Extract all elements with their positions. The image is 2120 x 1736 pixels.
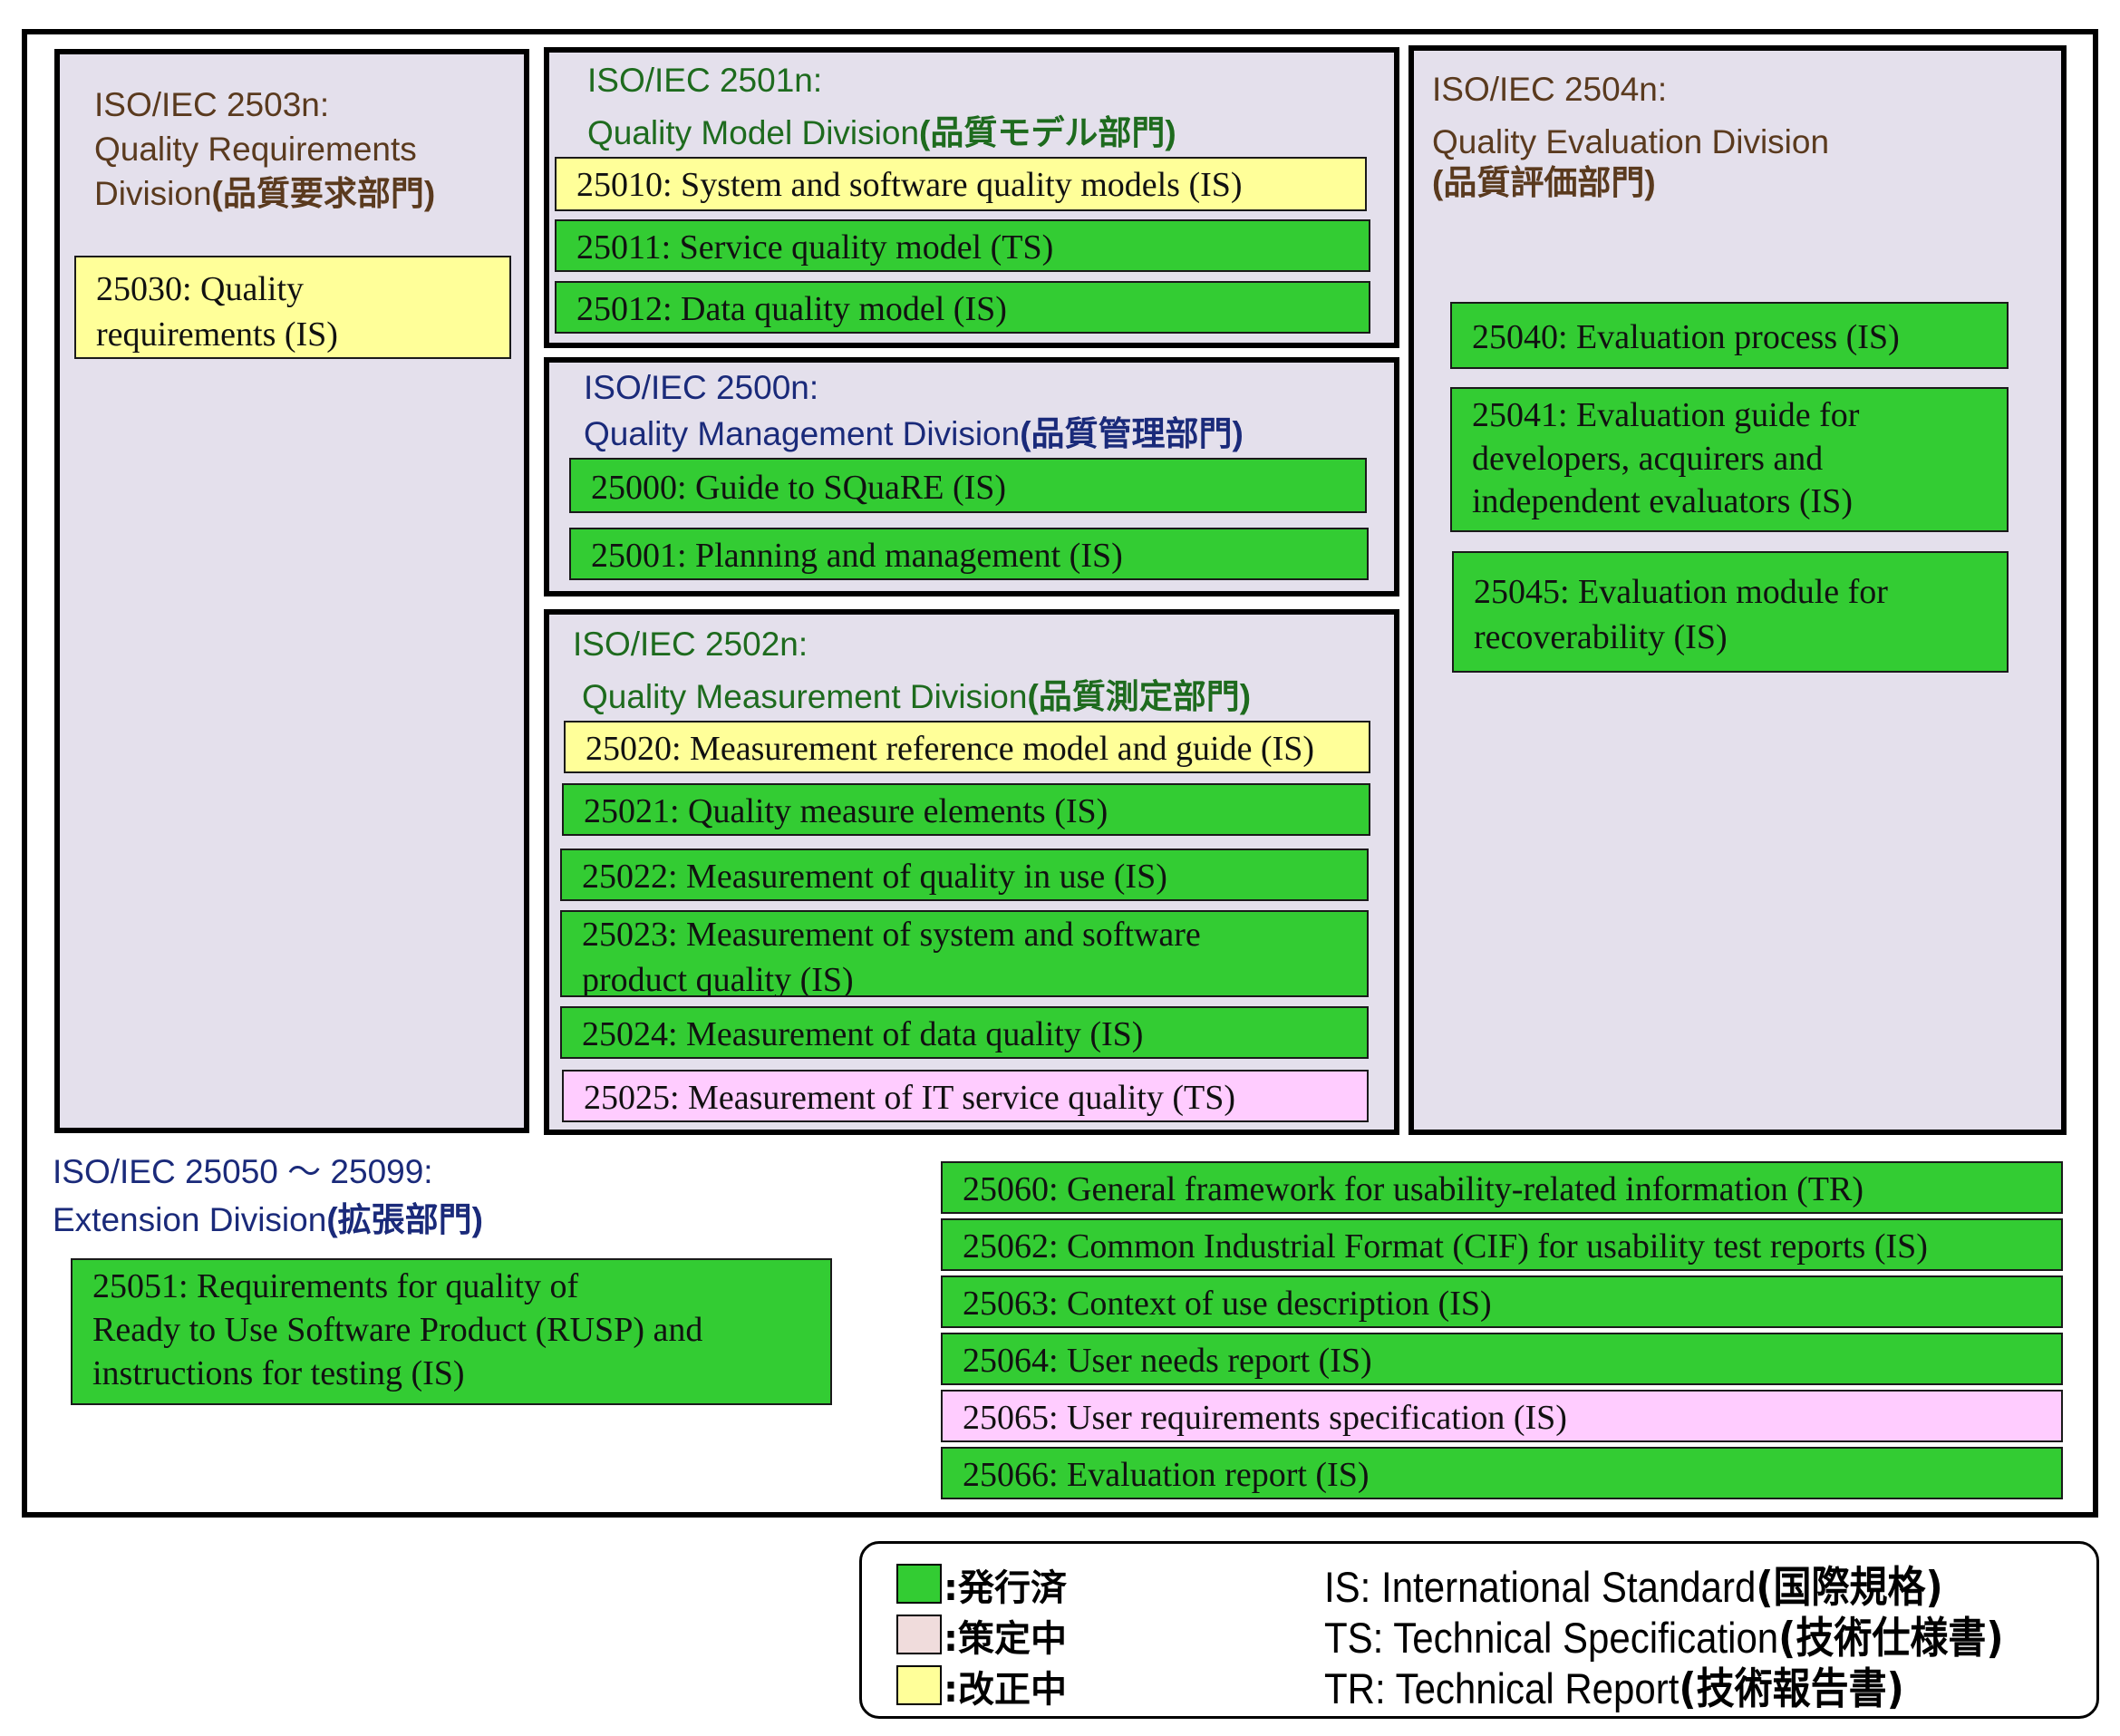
standard-text: product quality (IS) <box>582 961 854 997</box>
standard-25011: 25011: Service quality model (TS) <box>555 219 1370 272</box>
standard-25021: 25021: Quality measure elements (IS) <box>562 783 1370 836</box>
standard-25060: 25060: General framework for usability-r… <box>941 1161 2063 1214</box>
legend-swatch-revising <box>896 1665 942 1705</box>
standard-text: Ready to Use Software Product (RUSP) and <box>92 1310 703 1349</box>
standard-text: 25051: Requirements for quality of <box>92 1267 579 1305</box>
legend-abbreviation-is: IS: International Standard(国際規格) <box>1324 1553 1943 1615</box>
legend-label-revising: :改正中 <box>944 1669 1067 1711</box>
standard-text: 25012: Data quality model (IS) <box>576 290 1007 328</box>
abbr-english: Technical Report <box>1395 1664 1680 1712</box>
title-line: ISO/IEC 25050 〜 25099: <box>53 1153 433 1190</box>
standard-text: 25045: Evaluation module for <box>1474 573 1888 611</box>
title-line: ISO/IEC 2502n: <box>573 626 808 663</box>
legend: :発行済 :策定中 :改正中 IS: International Standar… <box>859 1541 2099 1719</box>
standard-text: 25063: Context of use description (IS) <box>963 1285 1492 1323</box>
title-line: Extension Division <box>53 1201 327 1239</box>
standard-25023: 25023: Measurement of system and softwar… <box>560 910 1369 997</box>
standard-text: independent evaluators (IS) <box>1472 482 1853 520</box>
standard-25025: 25025: Measurement of IT service quality… <box>562 1070 1369 1122</box>
standard-25022: 25022: Measurement of quality in use (IS… <box>560 849 1369 901</box>
standard-text: 25010: System and software quality model… <box>576 166 1243 204</box>
title-line: Quality Model Division <box>587 114 920 152</box>
title-line: Quality Evaluation Division <box>1432 123 1830 161</box>
standard-text: 25022: Measurement of quality in use (IS… <box>582 858 1167 896</box>
abbr-english: International Standard <box>1370 1563 1757 1611</box>
abbr-code: IS: <box>1324 1563 1371 1611</box>
standard-25063: 25063: Context of use description (IS) <box>941 1275 2063 1328</box>
standard-text: 25023: Measurement of system and softwar… <box>582 916 1201 954</box>
standard-text: 25041: Evaluation guide for <box>1472 396 1860 434</box>
title-japanese: (品質モデル部門) <box>919 114 1176 152</box>
division-extension-title: ISO/IEC 25050 〜 25099: Extension Divisio… <box>53 1148 483 1245</box>
standard-text: 25040: Evaluation process (IS) <box>1472 318 1900 356</box>
title-japanese: (拡張部門) <box>326 1201 483 1239</box>
legend-abbreviation-tr: TR: Technical Report(技術報告書) <box>1324 1654 1904 1716</box>
standard-text: 25062: Common Industrial Format (CIF) fo… <box>963 1227 1928 1266</box>
title-line: ISO/IEC 2501n: <box>587 62 823 99</box>
standard-text: requirements (IS) <box>96 315 338 354</box>
standard-25020: 25020: Measurement reference model and g… <box>564 721 1370 773</box>
standard-25062: 25062: Common Industrial Format (CIF) fo… <box>941 1218 2063 1271</box>
abbr-code: TS: <box>1324 1614 1384 1662</box>
title-japanese: (品質測定部門) <box>1027 678 1252 716</box>
legend-swatch-drafting <box>896 1615 942 1654</box>
legend-label-drafting: :策定中 <box>944 1618 1067 1660</box>
legend-swatch-published <box>896 1564 942 1604</box>
standard-25045: 25045: Evaluation module for recoverabil… <box>1452 551 2009 673</box>
standard-text: 25066: Evaluation report (IS) <box>963 1456 1370 1494</box>
standard-25030: 25030: Quality requirements (IS) <box>74 256 511 359</box>
abbr-japanese: (技術仕様書) <box>1778 1613 2004 1663</box>
division-quality-evaluation-title: ISO/IEC 2504n: Quality Evaluation Divisi… <box>1432 63 1829 209</box>
title-japanese: (品質要求部門) <box>211 174 436 212</box>
standard-25010: 25010: System and software quality model… <box>555 157 1367 211</box>
division-quality-requirements-title: ISO/IEC 2503n: Quality Requirements Divi… <box>94 83 435 216</box>
title-line: ISO/IEC 2504n: <box>1432 71 1668 108</box>
standard-text: 25020: Measurement reference model and g… <box>586 730 1315 768</box>
abbr-code: TR: <box>1324 1664 1386 1712</box>
abbr-japanese: (国際規格) <box>1756 1562 1943 1612</box>
standard-text: 25024: Measurement of data quality (IS) <box>582 1015 1144 1053</box>
standard-text: 25001: Planning and management (IS) <box>591 537 1123 575</box>
standard-text: developers, acquirers and <box>1472 439 1824 478</box>
standard-text: 25065: User requirements specification (… <box>963 1399 1567 1437</box>
standard-text: 25030: Quality <box>96 270 305 308</box>
title-line: Division <box>94 174 212 212</box>
standard-text: 25000: Guide to SQuaRE (IS) <box>591 469 1007 507</box>
abbr-english: Technical Specification <box>1393 1614 1779 1662</box>
division-quality-requirements <box>54 49 529 1133</box>
division-quality-model-title: ISO/IEC 2501n: Quality Model Division(品質… <box>587 54 1176 160</box>
title-line: Quality Measurement Division <box>582 678 1028 716</box>
standard-text: 25011: Service quality model (TS) <box>576 228 1054 267</box>
legend-abbreviation-ts: TS: Technical Specification(技術仕様書) <box>1324 1604 2004 1665</box>
standard-text: instructions for testing (IS) <box>92 1353 465 1392</box>
standard-25041: 25041: Evaluation guide for developers, … <box>1450 387 2009 532</box>
division-quality-measurement-title: ISO/IEC 2502n: Quality Measurement Divis… <box>573 618 1251 724</box>
standard-25012: 25012: Data quality model (IS) <box>555 281 1370 334</box>
standard-25000: 25000: Guide to SQuaRE (IS) <box>569 458 1367 513</box>
standard-25024: 25024: Measurement of data quality (IS) <box>560 1006 1369 1059</box>
standard-text: 25064: User needs report (IS) <box>963 1342 1372 1380</box>
standard-25065: 25065: User requirements specification (… <box>941 1390 2063 1442</box>
title-japanese: (品質管理部門) <box>1020 415 1244 453</box>
title-line: Quality Requirements <box>94 130 417 168</box>
title-japanese: (品質評価部門) <box>1432 163 1656 201</box>
title-line: ISO/IEC 2503n: <box>94 86 330 123</box>
division-quality-management-title: ISO/IEC 2500n: Quality Management Divisi… <box>584 364 1244 457</box>
title-line: ISO/IEC 2500n: <box>584 369 819 406</box>
legend-label-published: :発行済 <box>944 1567 1067 1609</box>
standard-25051: 25051: Requirements for quality of Ready… <box>71 1258 832 1405</box>
standard-text: 25021: Quality measure elements (IS) <box>584 792 1108 830</box>
abbr-japanese: (技術報告書) <box>1679 1663 1904 1713</box>
standard-text: recoverability (IS) <box>1474 618 1728 657</box>
standard-text: 25060: General framework for usability-r… <box>963 1170 1863 1208</box>
title-line: Quality Management Division <box>584 415 1021 453</box>
standard-25040: 25040: Evaluation process (IS) <box>1450 302 2009 369</box>
standard-25066: 25066: Evaluation report (IS) <box>941 1447 2063 1499</box>
standard-25064: 25064: User needs report (IS) <box>941 1333 2063 1385</box>
standard-text: 25025: Measurement of IT service quality… <box>584 1079 1235 1117</box>
standard-25001: 25001: Planning and management (IS) <box>569 528 1369 580</box>
